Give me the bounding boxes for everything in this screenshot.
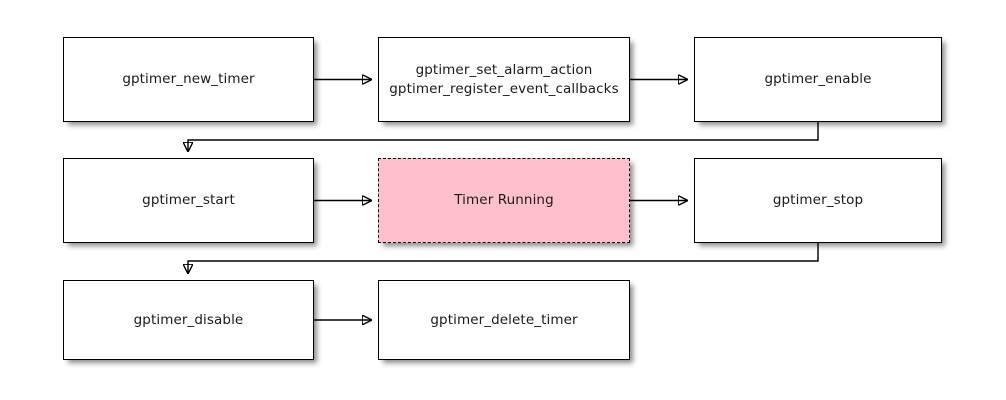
node-gptimer-delete-timer[interactable]: gptimer_delete_timer — [378, 280, 630, 360]
node-label: gptimer_set_alarm_action gptimer_registe… — [389, 62, 619, 97]
node-label: gptimer_enable — [764, 71, 872, 88]
node-label: gptimer_stop — [772, 192, 864, 209]
node-label: Timer Running — [454, 192, 554, 209]
node-gptimer-new-timer[interactable]: gptimer_new_timer — [63, 37, 314, 122]
node-gptimer-enable[interactable]: gptimer_enable — [694, 37, 942, 122]
node-gptimer-stop[interactable]: gptimer_stop — [694, 158, 942, 243]
node-label: gptimer_delete_timer — [430, 311, 578, 328]
node-gptimer-disable[interactable]: gptimer_disable — [63, 280, 314, 360]
node-label: gptimer_start — [142, 192, 235, 209]
node-label: gptimer_new_timer — [122, 71, 255, 88]
node-timer-running-state[interactable]: Timer Running — [378, 158, 630, 243]
edge-stop-to-disable — [188, 243, 819, 273]
node-label: gptimer_disable — [133, 311, 244, 328]
node-gptimer-set-alarm-action[interactable]: gptimer_set_alarm_action gptimer_registe… — [378, 37, 630, 122]
edge-enable-to-start — [188, 122, 819, 151]
node-gptimer-start[interactable]: gptimer_start — [63, 158, 314, 243]
